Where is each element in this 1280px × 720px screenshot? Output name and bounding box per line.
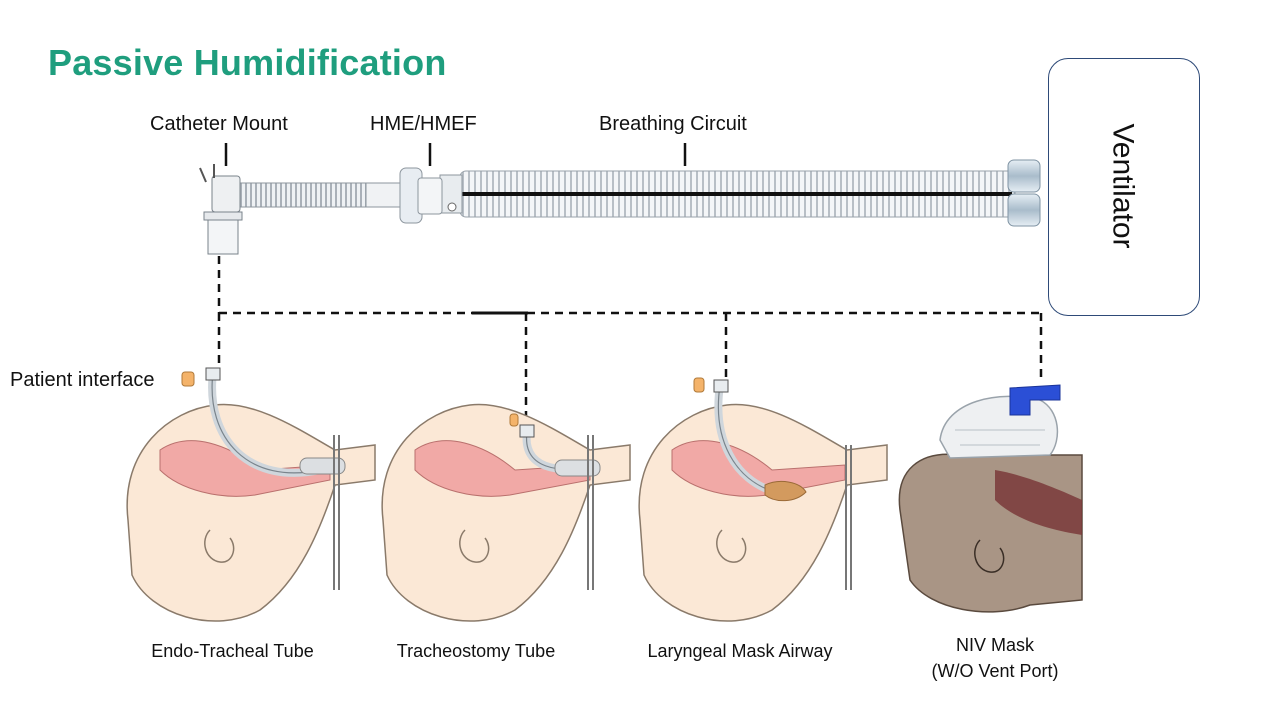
caption-lma: Laryngeal Mask Airway: [647, 641, 833, 661]
niv-illustration: [898, 384, 1083, 613]
caption-tracheostomy: Tracheostomy Tube: [396, 641, 556, 661]
caption-niv-sub: (W/O Vent Port): [931, 661, 1059, 681]
ventilator-box: [1048, 58, 1200, 316]
breathing-circuit-label: Breathing Circuit: [599, 113, 747, 135]
hme-filter: [363, 167, 443, 224]
breathing-circuit: [439, 159, 1041, 227]
tracheostomy-illustration: [381, 403, 631, 622]
patient-interface-label: Patient interface: [10, 369, 155, 391]
endotracheal-illustration: [126, 367, 376, 622]
catheter-mount: [199, 164, 367, 255]
leader-lines: [224, 143, 687, 166]
caption-niv: NIV Mask: [955, 635, 1034, 655]
interface-connectors: [217, 256, 1043, 420]
caption-endotracheal: Endo-Tracheal Tube: [151, 641, 314, 661]
lma-illustration: [638, 377, 888, 622]
catheter-mount-label: Catheter Mount: [150, 113, 288, 135]
page-title: Passive Humidification: [48, 42, 447, 83]
hme-label: HME/HMEF: [370, 113, 477, 135]
